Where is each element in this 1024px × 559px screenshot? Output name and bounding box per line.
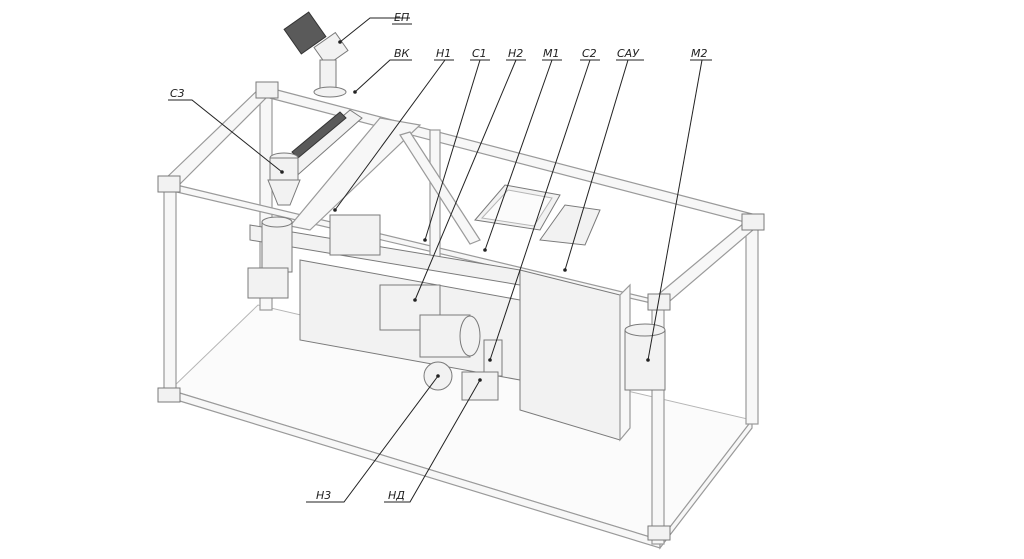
label-nd: НД [388, 489, 405, 502]
corner-bracket [157, 175, 181, 193]
label-n2: Н2 [508, 47, 523, 60]
label-ep: ЕП [394, 11, 409, 24]
corner-bracket [157, 387, 181, 403]
leader-ep [339, 17, 410, 43]
hopper-s2 [539, 204, 601, 246]
label-n1: Н1 [436, 47, 451, 60]
label-n3: Н3 [316, 489, 331, 502]
leader-m2 [647, 59, 703, 361]
corner-bracket [255, 81, 279, 99]
hopper-cone [267, 179, 301, 206]
hopper-s1-inner [480, 189, 553, 227]
left-pump [247, 267, 289, 299]
corner-bracket [647, 525, 671, 541]
beam-top-middle [288, 117, 422, 231]
leader-sau [564, 59, 629, 271]
leader-s2 [489, 59, 591, 361]
label-s2: С2 [582, 47, 597, 60]
leader-vk [354, 59, 412, 93]
leader-n2 [414, 59, 517, 301]
label-underlines [168, 23, 712, 503]
post-front-left [163, 181, 177, 395]
beam-top-right [653, 217, 762, 307]
pump-unit-n1 [329, 214, 381, 256]
motor-m2-face [624, 323, 666, 337]
hopper-body [269, 157, 299, 181]
pump-nd [461, 371, 499, 401]
label-s3: С3 [170, 87, 185, 100]
label-m1: М1 [543, 47, 560, 60]
leader-s1 [424, 59, 481, 241]
label-vk: ВК [394, 47, 411, 60]
label-sau: САУ [617, 47, 640, 60]
left-tank-top [261, 216, 293, 228]
drive-motor [283, 11, 327, 55]
post-back-right [745, 221, 759, 425]
corner-bracket [647, 293, 671, 311]
left-tank [261, 221, 293, 273]
base-right-edge [659, 418, 753, 550]
label-s1: С1 [472, 47, 487, 60]
motor-m2 [624, 329, 666, 391]
drive-flange [313, 86, 347, 98]
cylinder-s2 [483, 339, 503, 377]
main-motor-face [459, 315, 481, 357]
beam-top-left [163, 85, 273, 189]
control-cabinet [519, 269, 621, 441]
leader-n1 [334, 59, 446, 211]
label-m2: М2 [691, 47, 708, 60]
diagonal-brace [399, 131, 481, 245]
leader-m1 [484, 59, 553, 251]
corner-bracket [741, 213, 765, 231]
